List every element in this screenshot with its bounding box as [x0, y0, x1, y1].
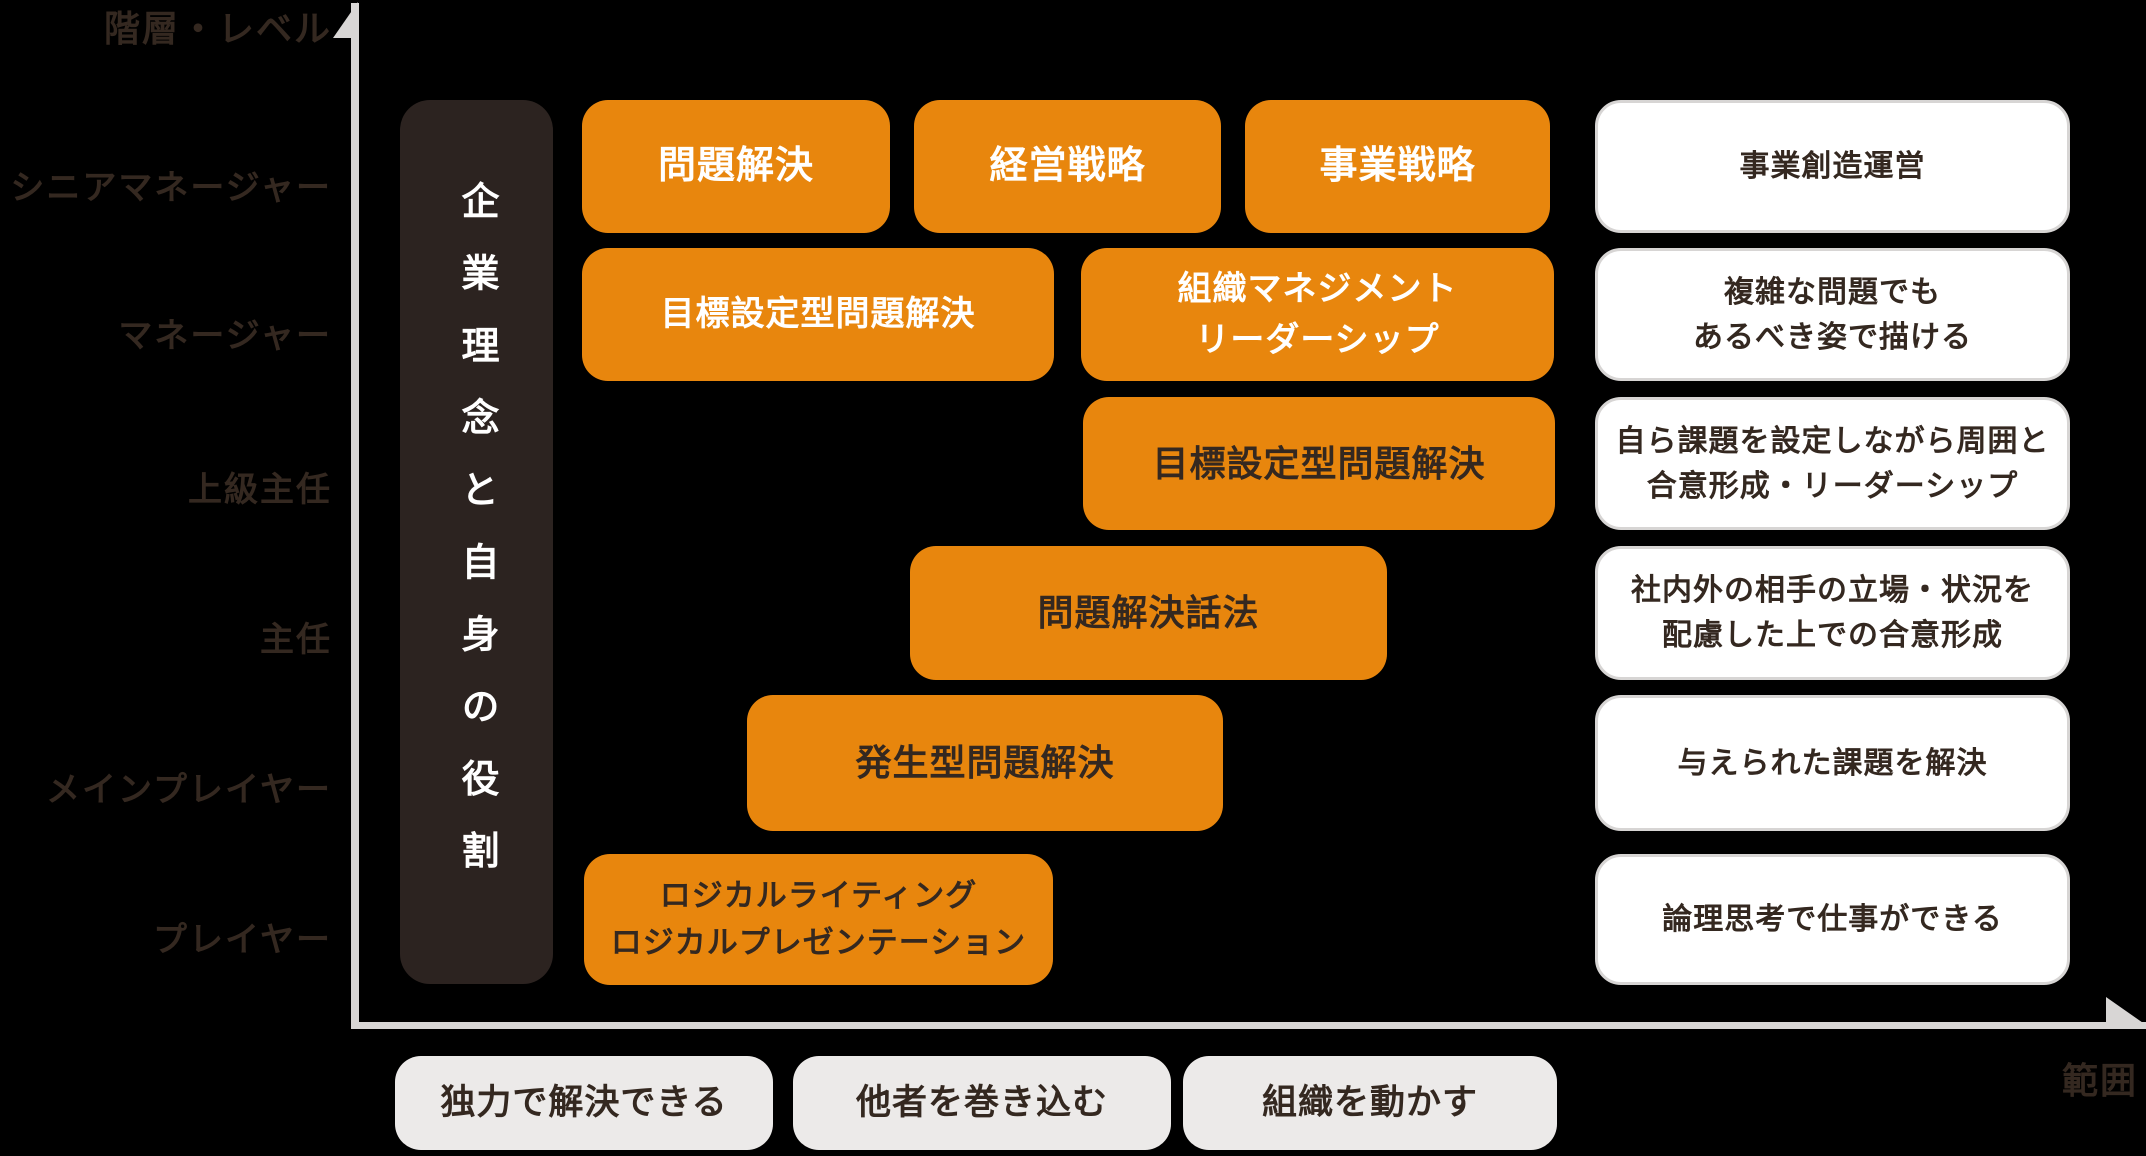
outcome-box-business-creation: 事業創造運営: [1595, 100, 2070, 233]
skill-box-goal-setting-problem-solving-upper: 目標設定型問題解決: [582, 248, 1054, 381]
skill-box-management-strategy: 経営戦略: [914, 100, 1221, 233]
scope-box-involve-others: 他者を巻き込む: [793, 1056, 1171, 1150]
outcome-box-logical-thinking-work: 論理思考で仕事ができる: [1595, 854, 2070, 985]
level-label-manager: マネージャー: [118, 317, 332, 355]
scope-box-solve-alone: 独力で解決できる: [395, 1056, 773, 1150]
pillar-box-corporate-philosophy: 企業理念と自身の役割: [400, 100, 553, 984]
skill-box-problem-solving: 問題解決: [582, 100, 890, 233]
x-axis-line: [351, 1022, 2146, 1029]
outcome-box-complex-problems: 複雑な問題でも あるべき姿で描ける: [1595, 248, 2070, 381]
scope-box-move-organization: 組織を動かす: [1183, 1056, 1557, 1150]
skill-box-business-strategy: 事業戦略: [1245, 100, 1550, 233]
skill-box-problem-solving-dialogue: 問題解決話法: [910, 546, 1387, 680]
skill-box-occurrence-problem-solving: 発生型問題解決: [747, 695, 1223, 831]
outcome-box-self-set-issues-consensus: 自ら課題を設定しながら周囲と 合意形成・リーダーシップ: [1595, 397, 2070, 530]
level-label-senior-manager: シニアマネージャー: [10, 169, 332, 207]
skill-box-logical-writing-presentation: ロジカルライティング ロジカルプレゼンテーション: [584, 854, 1053, 985]
outcome-box-solve-given-tasks: 与えられた課題を解決: [1595, 695, 2070, 831]
skill-box-goal-setting-problem-solving-lower: 目標設定型問題解決: [1083, 397, 1555, 530]
level-label-senior-chief: 上級主任: [188, 471, 332, 509]
skill-box-org-management-leadership: 組織マネジメント リーダーシップ: [1081, 248, 1554, 381]
y-axis-title: 階層・レベル: [103, 8, 332, 49]
level-label-main-player: メインプレイヤー: [46, 771, 332, 809]
outcome-box-consensus-with-others: 社内外の相手の立場・状況を 配慮した上での合意形成: [1595, 546, 2070, 680]
x-axis-title: 範囲: [2061, 1060, 2138, 1101]
x-axis-arrow-icon: [2106, 997, 2146, 1025]
y-axis-line: [351, 3, 359, 1029]
level-label-player: プレイヤー: [153, 921, 332, 959]
level-label-chief: 主任: [260, 621, 332, 659]
